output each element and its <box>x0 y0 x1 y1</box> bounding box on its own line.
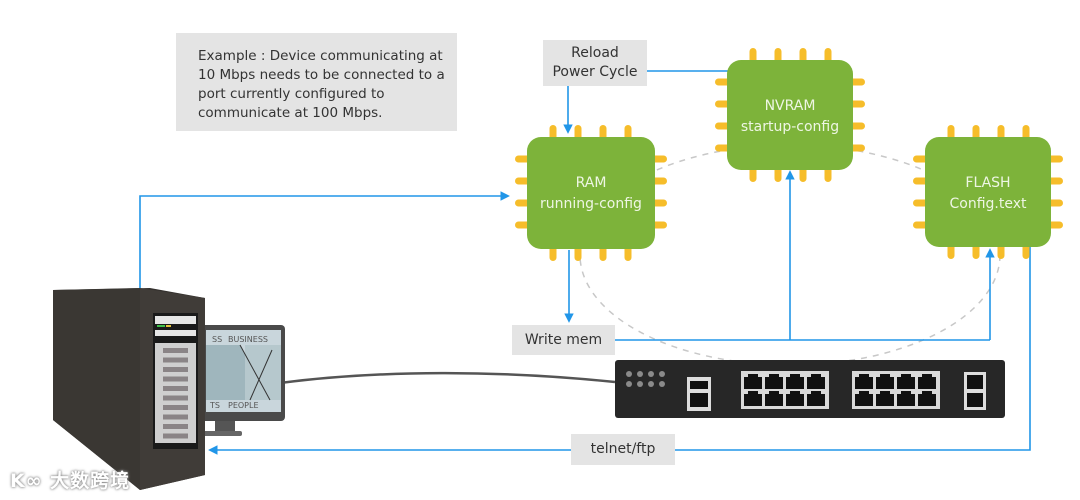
chip-body <box>727 60 853 170</box>
status-led <box>659 371 665 377</box>
example-note: Example : Device communicating at 10 Mbp… <box>176 33 457 131</box>
status-led <box>659 381 665 387</box>
server-to-ram-arrow <box>139 191 510 290</box>
drive-slot <box>163 414 188 420</box>
monitor-text: BUSINESS <box>228 335 268 344</box>
status-led <box>626 381 632 387</box>
status-led <box>626 371 632 377</box>
flash-subtitle: Config.text <box>949 196 1027 212</box>
reload-text: Reload <box>571 45 619 61</box>
drive-slot <box>163 424 188 429</box>
flash-chip-label: FLASH Config.text <box>925 173 1051 215</box>
ethernet-port <box>897 391 915 406</box>
ram-subtitle: running-config <box>540 196 642 212</box>
nvram-chip <box>715 48 865 182</box>
status-led <box>648 381 654 387</box>
console-port <box>687 377 711 411</box>
watermark-text: 大数跨境 <box>50 470 131 492</box>
nvram-title: NVRAM <box>764 98 816 114</box>
power-cycle-text: Power Cycle <box>552 64 638 80</box>
ethernet-port <box>918 374 936 389</box>
nvram-chip-label: NVRAM startup-config <box>727 96 853 138</box>
monitor-icon: SS BUSINESS TS PEOPLE <box>200 325 285 436</box>
ethernet-port <box>855 374 873 389</box>
drive-slot <box>163 433 188 439</box>
write-mem-text: Write mem <box>524 331 603 348</box>
note-line: communicate at 100 Mbps. <box>198 105 383 121</box>
ethernet-port <box>876 391 894 406</box>
ethernet-port <box>765 374 783 389</box>
ethernet-port <box>744 391 762 406</box>
status-led <box>637 381 643 387</box>
flash-to-server-arrow <box>208 246 1031 455</box>
ram-title: RAM <box>575 175 607 191</box>
ethernet-port <box>855 391 873 406</box>
ethernet-port <box>807 374 825 389</box>
flash-chip <box>913 125 1063 259</box>
drive-slot <box>163 376 188 382</box>
ram-chip-label: RAM running-config <box>527 173 655 215</box>
sfp-ports <box>964 372 986 410</box>
telnet-ftp-text: telnet/ftp <box>590 441 656 457</box>
note-line: 10 Mbps needs to be connected to a <box>198 67 445 83</box>
monitor-text: SS <box>212 335 222 344</box>
telnet-ftp-label: telnet/ftp <box>571 434 675 465</box>
status-led <box>648 371 654 377</box>
ram-chip <box>515 125 667 261</box>
drive-slot <box>163 348 188 353</box>
write-mem-label: Write mem <box>512 325 615 355</box>
ethernet-port <box>744 374 762 389</box>
chip-body <box>925 137 1051 247</box>
ethernet-port <box>786 391 804 406</box>
status-led <box>637 371 643 377</box>
note-line: Example : Device communicating at <box>198 48 443 64</box>
note-line: port currently configured to <box>198 86 385 102</box>
ethernet-port <box>786 374 804 389</box>
server-icon <box>53 288 205 490</box>
nvram-subtitle: startup-config <box>740 119 840 135</box>
network-switch <box>615 360 1005 418</box>
reload-power-cycle-label: Reload Power Cycle <box>543 40 647 86</box>
drive-slot <box>163 405 188 410</box>
watermark-logo-icon: K∞ <box>10 470 51 492</box>
drive-slot <box>163 386 188 391</box>
monitor-text: PEOPLE <box>228 401 259 410</box>
network-cable <box>279 371 616 385</box>
ethernet-port <box>897 374 915 389</box>
monitor-text: TS <box>209 401 220 410</box>
ethernet-port <box>876 374 894 389</box>
watermark: K∞ 大数跨境 <box>10 466 130 493</box>
drive-slot <box>163 395 188 401</box>
flash-title: FLASH <box>965 175 1011 191</box>
ethernet-port <box>918 391 936 406</box>
drive-slot <box>163 367 188 372</box>
chip-body <box>527 137 655 249</box>
ethernet-port <box>765 391 783 406</box>
drive-slot <box>163 357 188 363</box>
ethernet-port <box>807 391 825 406</box>
